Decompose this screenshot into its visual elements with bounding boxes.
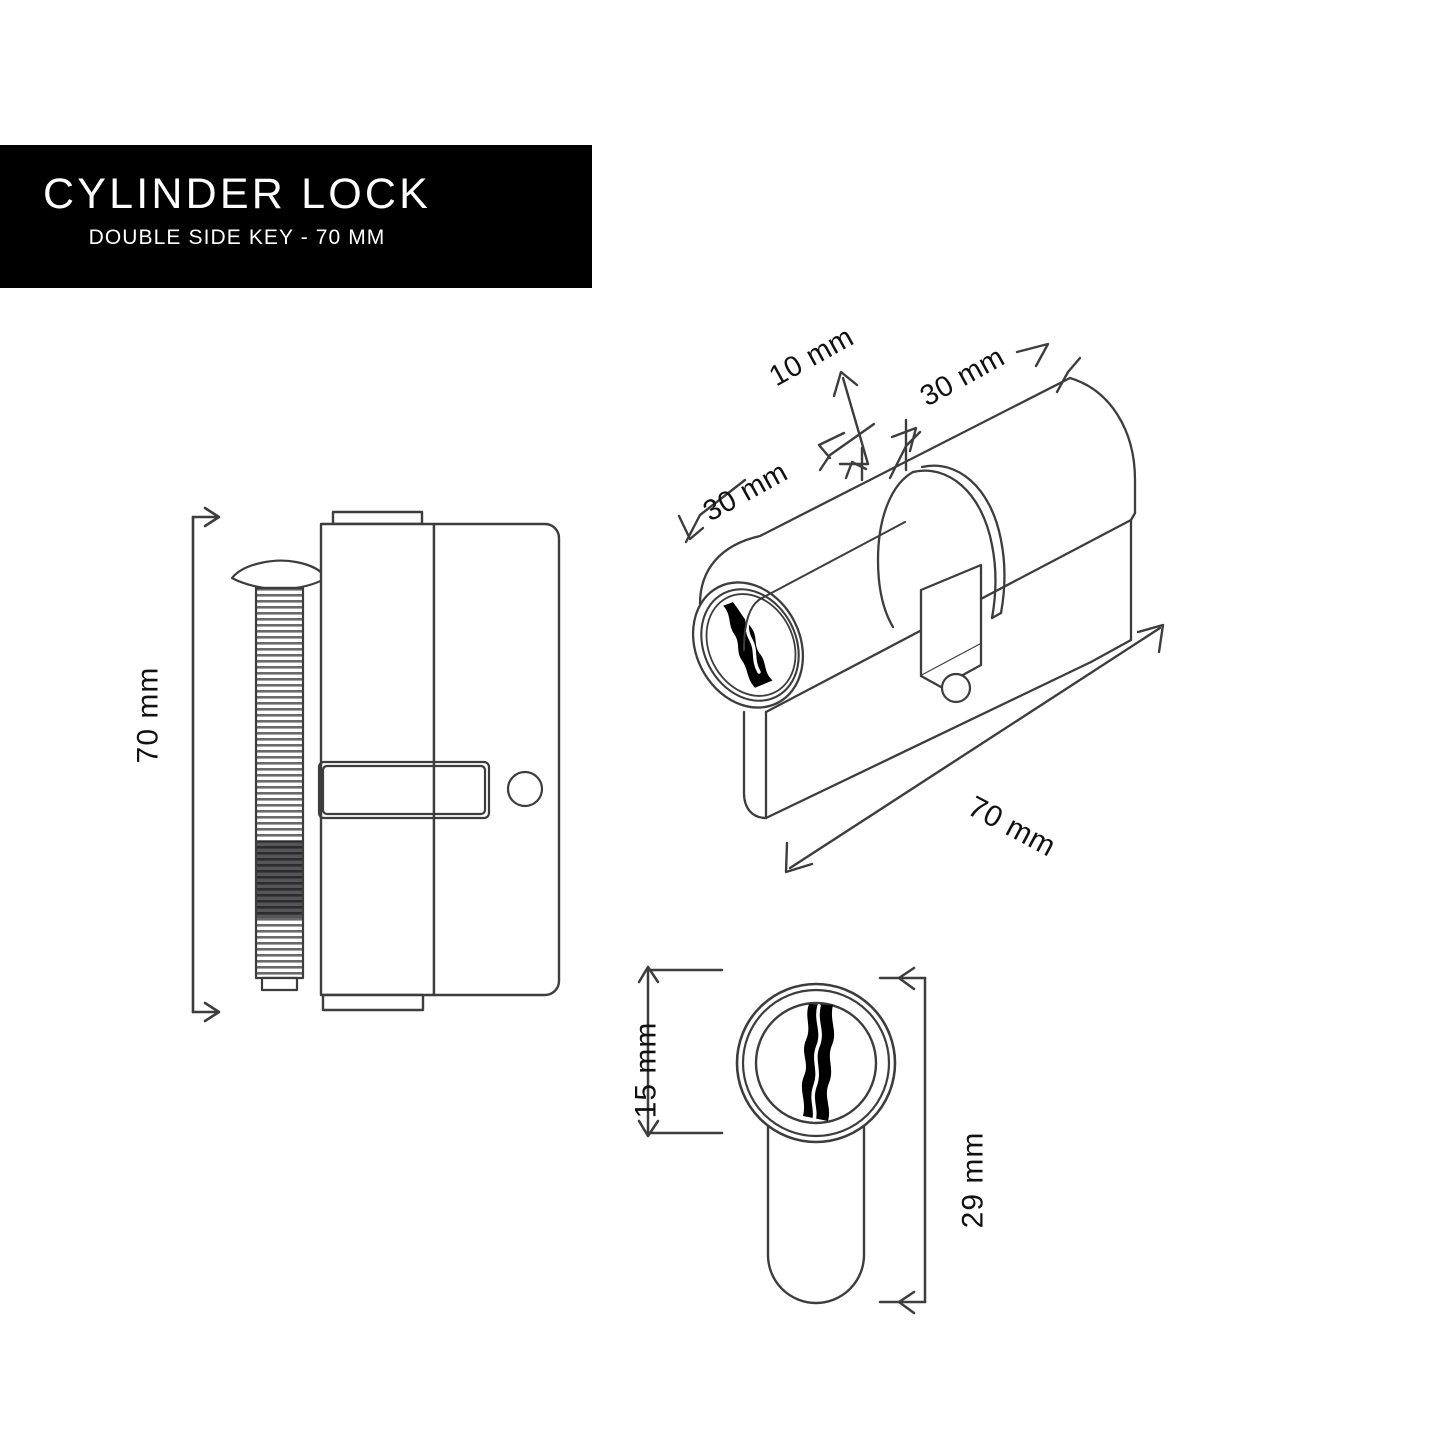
cam-slot-side <box>317 760 491 820</box>
screw-hole-isometric <box>940 672 972 704</box>
dimension-label-70mm-side: 70 mm <box>131 666 165 764</box>
lock-body-side-elevation <box>319 510 561 1012</box>
dimension-70mm-iso <box>784 623 1165 874</box>
dimension-30mm-right-iso <box>888 342 1082 480</box>
dimension-70mm-side <box>191 506 221 1023</box>
cam-collar-isometric <box>876 464 1006 629</box>
keyway-slot-isometric <box>723 602 773 688</box>
keyway-slot-front <box>801 1004 835 1122</box>
dimension-29mm-front <box>878 966 927 1315</box>
page-title: CYLINDER LOCK <box>42 170 432 218</box>
cylinder-isometric-body <box>691 376 1137 820</box>
cam-tab-isometric <box>919 563 983 689</box>
dimension-10mm-iso <box>832 370 908 482</box>
dimension-15mm-front <box>637 965 724 1138</box>
page-subtitle: DOUBLE SIDE KEY - 70 MM <box>88 226 386 249</box>
dimension-label-29mm: 29 mm <box>956 1131 990 1229</box>
title-banner: CYLINDER LOCK DOUBLE SIDE KEY - 70 MM <box>0 145 592 288</box>
mounting-screw <box>230 559 328 992</box>
screw-hole-side <box>506 770 544 808</box>
dimension-label-15mm: 15 mm <box>629 1021 663 1119</box>
